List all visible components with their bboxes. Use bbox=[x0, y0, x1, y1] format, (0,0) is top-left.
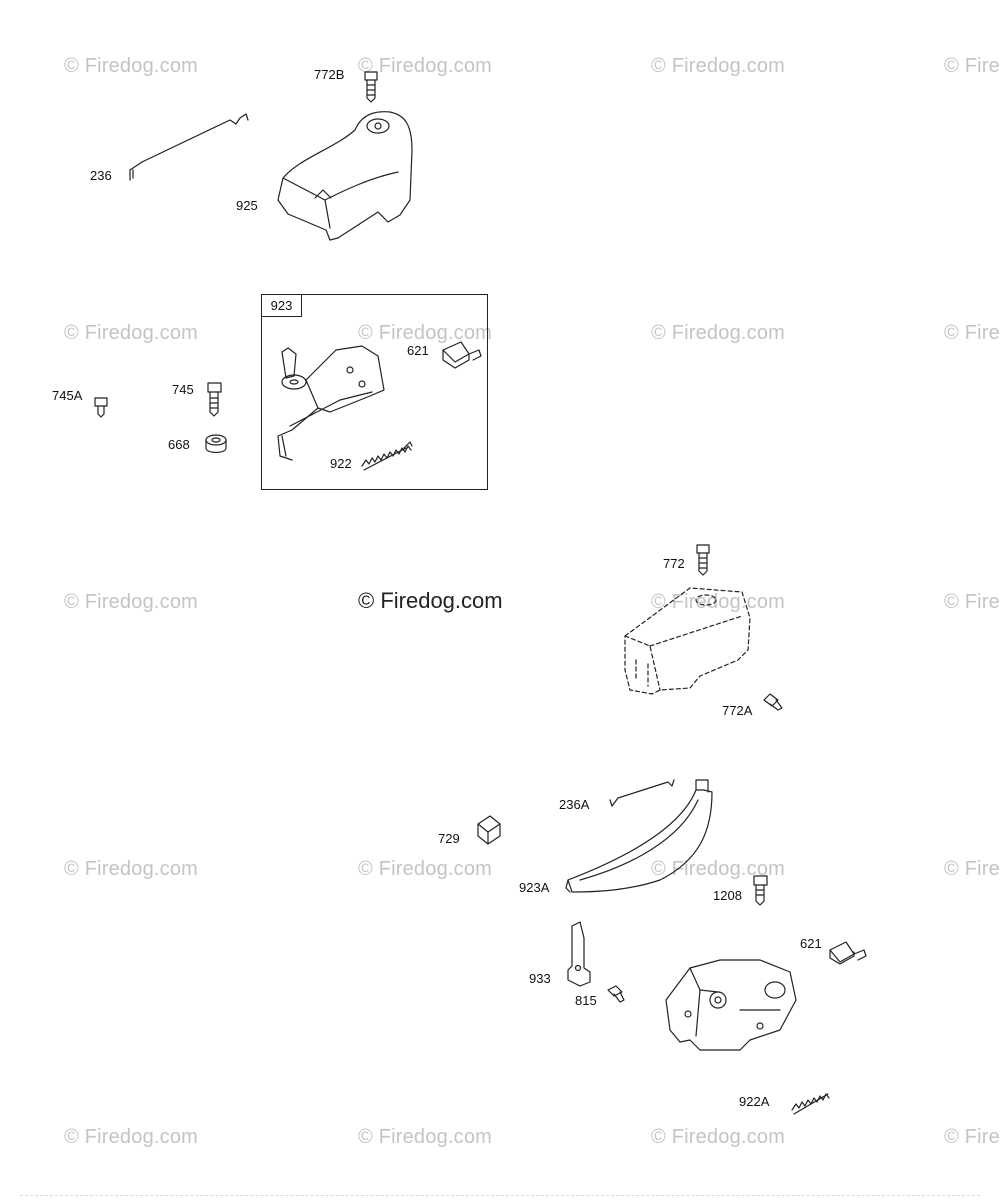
part-governor-assembly[interactable] bbox=[665, 959, 797, 1051]
label-922: 922 bbox=[330, 456, 352, 471]
watermark: © Firedog.com bbox=[358, 322, 493, 344]
watermark: © Firedog.com bbox=[651, 55, 786, 77]
watermark: © Firedog.com bbox=[64, 55, 199, 77]
label-729: 729 bbox=[438, 831, 460, 846]
label-621: 621 bbox=[407, 343, 429, 358]
watermark: © Firedog.com bbox=[64, 591, 199, 613]
watermark: © Fire bbox=[944, 591, 1000, 613]
part-922-spring[interactable] bbox=[361, 441, 413, 471]
watermark: © Fire bbox=[944, 858, 1000, 880]
part-621-clip[interactable] bbox=[442, 341, 482, 369]
label-745A: 745A bbox=[52, 388, 83, 403]
label-925: 925 bbox=[236, 198, 258, 213]
watermark: © Firedog.com bbox=[64, 1126, 199, 1148]
center-watermark: © Firedog.com bbox=[358, 588, 503, 613]
watermark: © Fire bbox=[944, 1126, 1000, 1148]
watermark: © Firedog.com bbox=[651, 591, 786, 613]
part-668-bushing[interactable] bbox=[205, 434, 227, 454]
part-236-rod[interactable] bbox=[129, 113, 249, 181]
part-925-cover[interactable] bbox=[277, 111, 413, 241]
label-922A: 922A bbox=[739, 1094, 770, 1109]
kit-label: 923 bbox=[262, 295, 302, 317]
part-772-screw[interactable] bbox=[696, 544, 710, 576]
label-772A: 772A bbox=[722, 703, 753, 718]
watermark: © Firedog.com bbox=[64, 322, 199, 344]
label-933: 933 bbox=[529, 971, 551, 986]
part-772B-screw[interactable] bbox=[364, 71, 378, 103]
label-772B: 772B bbox=[314, 67, 345, 82]
bottom-rule bbox=[20, 1195, 980, 1197]
part-922A-spring[interactable] bbox=[791, 1093, 830, 1115]
watermark: © Fire bbox=[944, 55, 1000, 77]
part-dashed-bracket bbox=[624, 587, 751, 695]
label-621-lower: 621 bbox=[800, 936, 822, 951]
label-923A: 923A bbox=[519, 880, 550, 895]
part-923A-link[interactable] bbox=[565, 779, 713, 893]
label-236A: 236A bbox=[559, 797, 590, 812]
part-621-clip-lower[interactable] bbox=[829, 941, 867, 965]
watermark: © Firedog.com bbox=[64, 858, 199, 880]
label-745: 745 bbox=[172, 382, 194, 397]
label-815: 815 bbox=[575, 993, 597, 1008]
watermark: © Fire bbox=[944, 322, 1000, 344]
part-1208-bolt[interactable] bbox=[753, 875, 768, 906]
watermark: © Firedog.com bbox=[358, 1126, 493, 1148]
watermark: © Firedog.com bbox=[651, 322, 786, 344]
watermark: © Firedog.com bbox=[358, 858, 493, 880]
part-772A-screw[interactable] bbox=[763, 693, 783, 711]
part-815-screw[interactable] bbox=[607, 985, 625, 1003]
part-governor-lever[interactable] bbox=[277, 345, 385, 461]
label-668: 668 bbox=[168, 437, 190, 452]
part-745A-bolt[interactable] bbox=[94, 397, 108, 418]
label-772: 772 bbox=[663, 556, 685, 571]
label-236: 236 bbox=[90, 168, 112, 183]
part-933-bracket[interactable] bbox=[567, 921, 591, 987]
kit-923-box: 923 bbox=[261, 294, 488, 490]
part-729-clip[interactable] bbox=[477, 815, 501, 845]
part-745-bolt[interactable] bbox=[207, 382, 222, 417]
watermark: © Firedog.com bbox=[651, 1126, 786, 1148]
watermark: © Firedog.com bbox=[358, 55, 493, 77]
part-236A-rod[interactable] bbox=[609, 779, 675, 807]
label-1208: 1208 bbox=[713, 888, 742, 903]
